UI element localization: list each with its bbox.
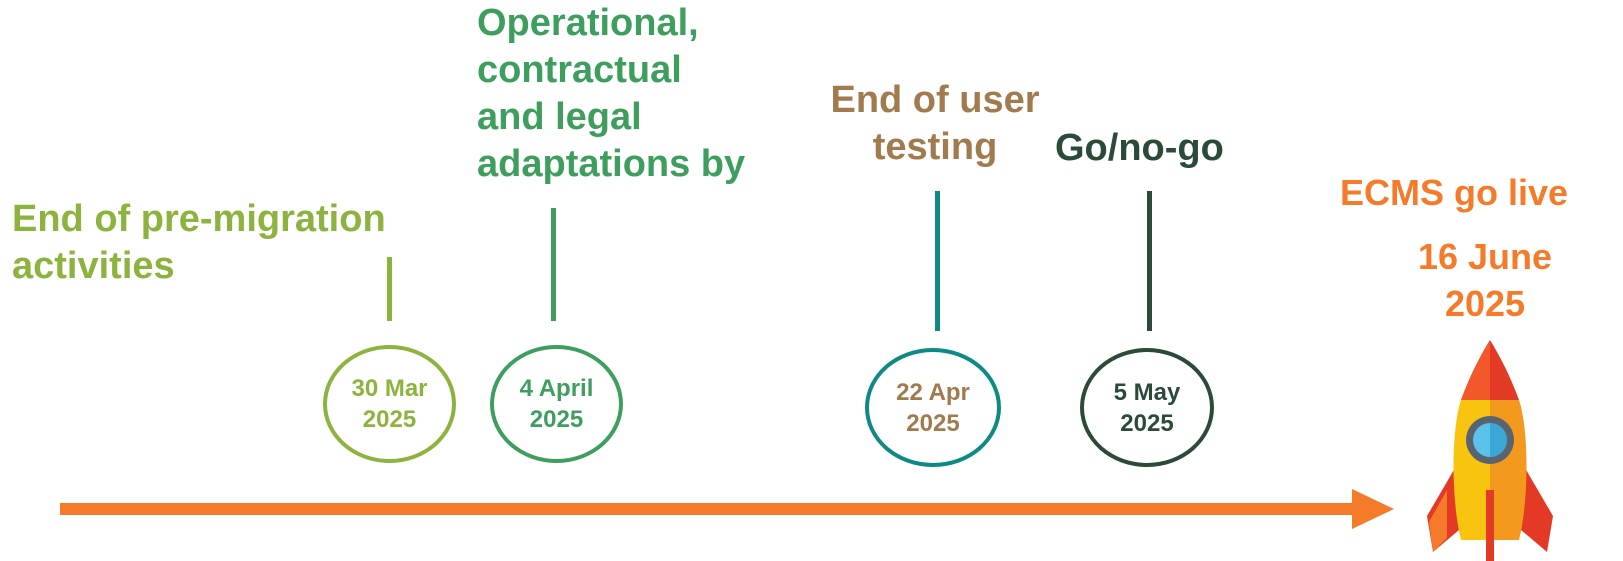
milestone-date-day: 5 May bbox=[1113, 378, 1181, 406]
milestone-date-year: 2025 bbox=[362, 406, 417, 433]
go-live-date: 16 June 2025 bbox=[1390, 233, 1580, 327]
milestone-stem-pre-migration bbox=[387, 257, 392, 321]
milestone-date-circle-go-no-go: 5 May 2025 bbox=[1080, 348, 1214, 467]
milestone-label-user-testing: End of user testing bbox=[818, 77, 1052, 171]
go-live-date-year: 2025 bbox=[1444, 283, 1526, 324]
milestone-stem-user-testing bbox=[935, 191, 940, 331]
milestone-label-line: contractual bbox=[477, 49, 682, 91]
milestone-date-year: 2025 bbox=[529, 406, 584, 433]
milestone-date-circle-adaptations: 4 April 2025 bbox=[490, 345, 623, 463]
milestone-date-year: 2025 bbox=[1120, 409, 1174, 437]
milestone-label-pre-migration: End of pre-migration activities bbox=[12, 196, 386, 290]
milestone-label-line: End of user bbox=[830, 79, 1040, 121]
timeline-arrow-shaft bbox=[60, 503, 1360, 515]
milestone-date-year: 2025 bbox=[906, 409, 960, 437]
go-live-date-day: 16 June bbox=[1417, 236, 1553, 277]
timeline-arrow-head bbox=[1352, 489, 1394, 529]
milestone-label-line: testing bbox=[872, 126, 998, 168]
milestone-label-line: activities bbox=[12, 245, 175, 287]
rocket-icon bbox=[1427, 340, 1553, 561]
milestone-label-adaptations: Operational, contractual and legal adapt… bbox=[477, 0, 745, 188]
milestone-label-line: adaptations by bbox=[477, 143, 746, 185]
milestone-date-circle-user-testing: 22 Apr 2025 bbox=[865, 348, 1001, 467]
milestone-date-day: 30 Mar bbox=[351, 375, 428, 402]
milestone-stem-adaptations bbox=[551, 208, 556, 321]
milestone-label-line: Operational, bbox=[477, 2, 699, 44]
milestone-label-line: and legal bbox=[477, 96, 642, 138]
milestone-label-go-no-go: Go/no-go bbox=[1055, 125, 1224, 172]
milestone-stem-go-no-go bbox=[1147, 191, 1152, 331]
go-live-title: ECMS go live bbox=[1340, 172, 1569, 213]
milestone-date-day: 22 Apr bbox=[896, 378, 970, 406]
milestone-label-line: End of pre-migration bbox=[12, 198, 386, 240]
milestone-label-line: Go/no-go bbox=[1055, 127, 1224, 169]
milestone-date-circle-pre-migration: 30 Mar 2025 bbox=[323, 345, 456, 463]
milestone-date-day: 4 April bbox=[519, 375, 594, 402]
